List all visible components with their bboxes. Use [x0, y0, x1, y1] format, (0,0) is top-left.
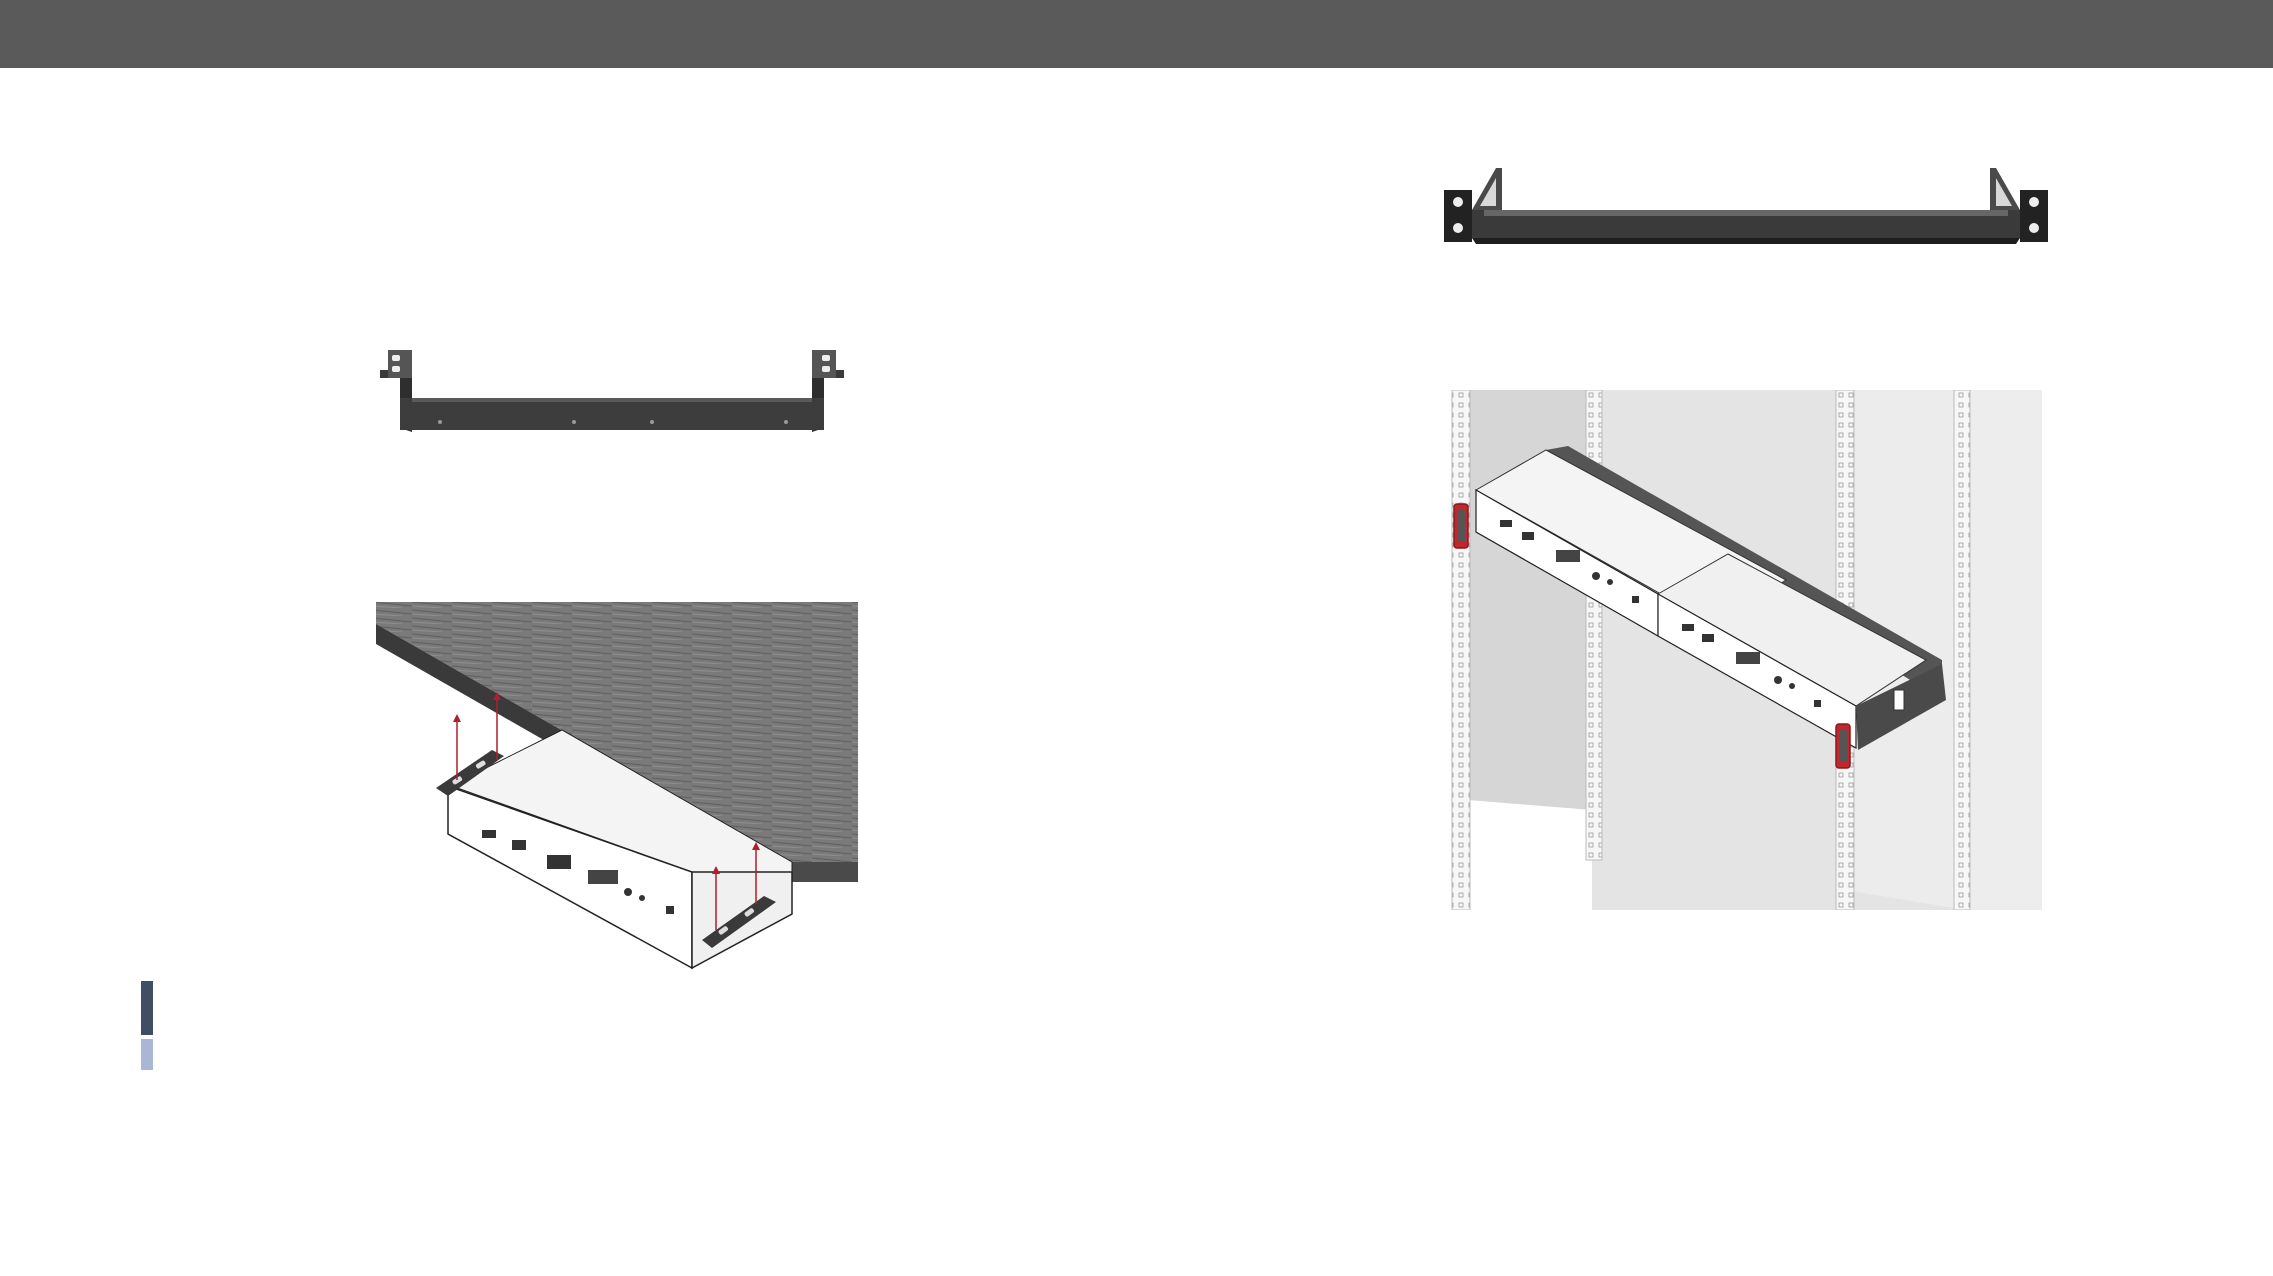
header-bar	[0, 0, 2273, 68]
undertable-mounting-illustration	[372, 600, 858, 970]
rack-shelf-illustration	[1440, 160, 2052, 250]
note-marker-light	[141, 1039, 153, 1070]
rack-mounting-illustration	[1446, 390, 2042, 910]
undertable-bracket-illustration	[368, 342, 856, 442]
note-marker-dark	[141, 981, 153, 1035]
